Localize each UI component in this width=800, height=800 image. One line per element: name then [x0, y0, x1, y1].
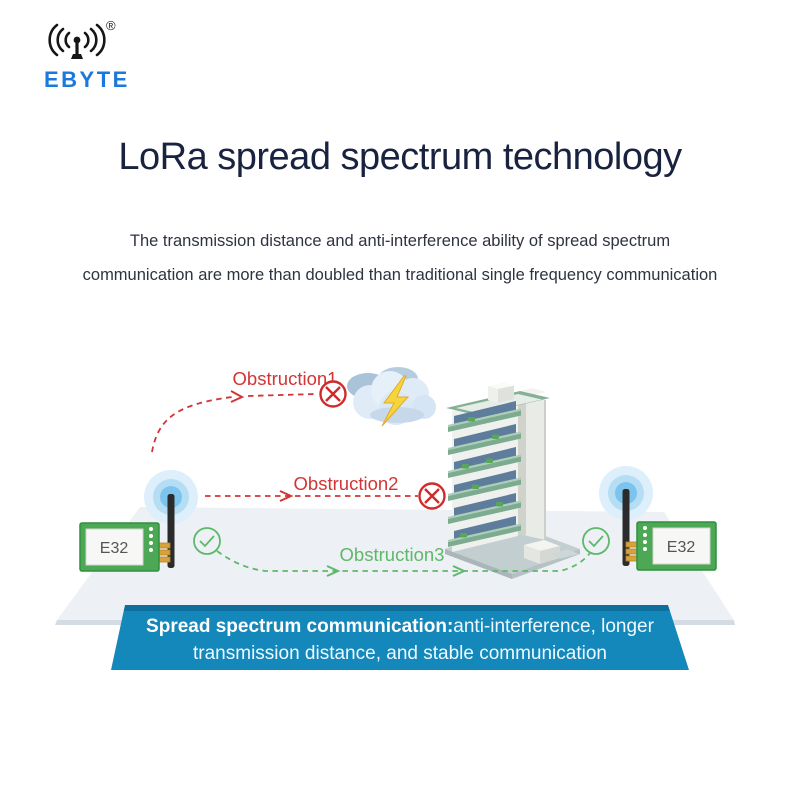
circle-check-icon	[193, 527, 221, 555]
storm-cloud-lightning-icon	[347, 367, 436, 427]
brand-logo: ® EBYTE	[40, 14, 160, 93]
circle-x-icon	[319, 380, 347, 408]
obstruction1-path: Obstruction1	[151, 368, 347, 453]
subtitle-line-1: The transmission distance and anti-inter…	[129, 232, 671, 250]
banner-line-1: Spread spectrum communication:anti-inter…	[111, 613, 689, 640]
registered-mark: ®	[106, 18, 116, 33]
antenna	[622, 489, 630, 566]
page-title: LoRa spread spectrum technology	[118, 136, 682, 178]
banner-bold-text: Spread spectrum communication:	[146, 616, 454, 637]
brand-name: EBYTE	[44, 67, 130, 92]
subtitle-line-2: communication are more than doubled than…	[82, 266, 718, 284]
module-left: E32	[79, 470, 198, 572]
summary-banner: Spread spectrum communication:anti-inter…	[111, 605, 689, 670]
summary-banner-text: Spread spectrum communication:anti-inter…	[111, 605, 689, 667]
high-rise-building	[446, 382, 579, 564]
obstruction3-path: Obstruction3	[193, 527, 610, 577]
lightning-icon	[381, 375, 410, 427]
antenna	[167, 494, 175, 568]
pcb-holes	[149, 527, 153, 552]
pcb-holes	[643, 526, 647, 551]
obstruction2-path: Obstruction2	[205, 473, 446, 510]
module-left-label: E32	[100, 540, 129, 557]
obstruction3-label: Obstruction3	[340, 544, 445, 565]
building-floors	[447, 401, 522, 547]
circle-x-icon	[418, 482, 446, 510]
banner-line1-rest: anti-interference, longer	[453, 616, 654, 637]
module-right-label: E32	[667, 539, 696, 556]
obstruction1-label: Obstruction1	[233, 368, 338, 389]
balcony-plants	[460, 417, 503, 538]
antenna-signal-icon: ®	[48, 18, 116, 59]
module-right: E32	[599, 466, 717, 571]
circle-check-icon	[582, 527, 610, 555]
obstruction2-label: Obstruction2	[294, 473, 399, 494]
page-subtitle: The transmission distance and anti-inter…	[0, 224, 800, 292]
banner-line-2: transmission distance, and stable commun…	[193, 643, 607, 664]
